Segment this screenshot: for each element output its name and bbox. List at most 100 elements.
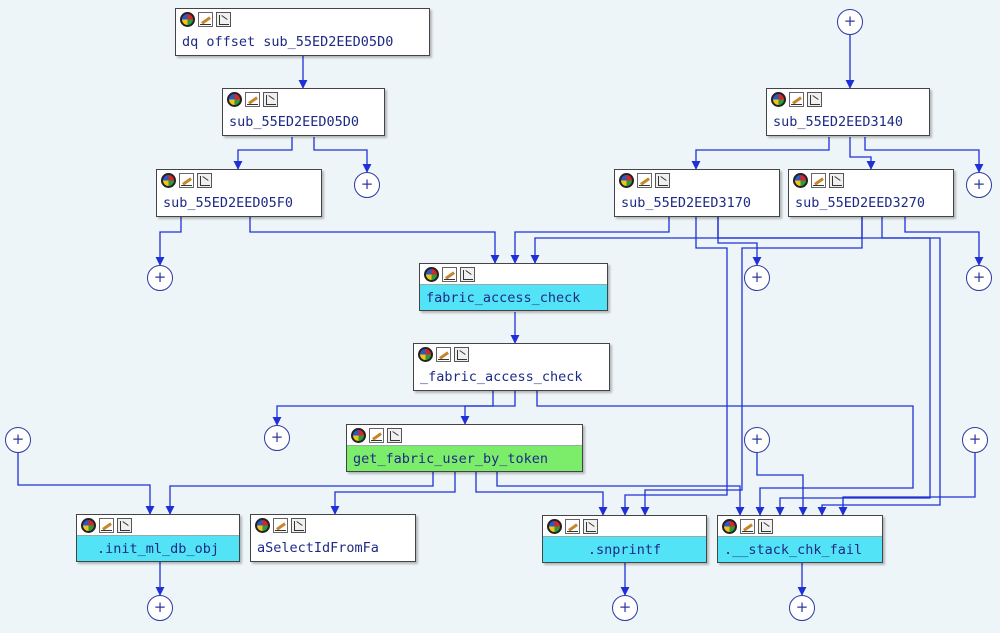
- graph-node-sub-55ed2eed3140[interactable]: sub_55ED2EED3140: [766, 88, 930, 136]
- graph-icon[interactable]: [387, 427, 402, 443]
- edge: [233, 137, 293, 170]
- color-icon[interactable]: [418, 346, 433, 362]
- graph-icon[interactable]: [583, 518, 598, 534]
- node-label: .init_ml_db_obj: [77, 535, 239, 561]
- node-label: sub_55ED2EED3170: [621, 195, 752, 211]
- node-toolbar: [176, 9, 429, 29]
- color-icon[interactable]: [351, 427, 366, 443]
- color-icon[interactable]: [81, 517, 96, 533]
- node-label: dq offset sub_55ED2EED05D0: [182, 34, 394, 50]
- graph-node-sub-55ed2eed3170[interactable]: sub_55ED2EED3170: [614, 169, 780, 217]
- edge: [756, 453, 808, 516]
- color-icon[interactable]: [161, 172, 176, 188]
- color-icon[interactable]: [722, 518, 737, 534]
- edge: [717, 217, 762, 266]
- color-icon[interactable]: [771, 91, 786, 107]
- graph-node-dq-offset[interactable]: dq offset sub_55ED2EED05D0: [175, 8, 430, 56]
- color-icon[interactable]: [619, 172, 634, 188]
- graph-node-sub-55ed2eed05f0[interactable]: sub_55ED2EED05F0: [156, 169, 322, 217]
- color-icon[interactable]: [180, 11, 195, 27]
- expand-node-button[interactable]: +: [147, 595, 173, 621]
- expand-node-button[interactable]: +: [264, 425, 290, 451]
- node-label: aSelectIdFromFa: [257, 540, 379, 556]
- graph-node-stack-chk-fail[interactable]: .__stack_chk_fail: [717, 515, 883, 563]
- rename-icon[interactable]: [637, 172, 652, 188]
- expand-node-button[interactable]: +: [962, 427, 988, 453]
- rename-icon[interactable]: [99, 517, 114, 533]
- color-icon[interactable]: [793, 172, 808, 188]
- node-toolbar: [420, 264, 607, 284]
- edge: [496, 472, 745, 516]
- graph-node-underscore-fabric-access-check[interactable]: _fabric_access_check: [413, 343, 610, 391]
- color-icon[interactable]: [547, 518, 562, 534]
- node-toolbar: [718, 516, 882, 536]
- graph-icon[interactable]: [829, 172, 844, 188]
- edge: [640, 217, 863, 516]
- rename-icon[interactable]: [565, 518, 580, 534]
- edge: [691, 137, 830, 170]
- graph-node-get-fabric-user-by-token[interactable]: get_fabric_user_by_token: [346, 424, 583, 472]
- node-toolbar: [543, 516, 706, 536]
- color-icon[interactable]: [255, 517, 270, 533]
- edge: [904, 217, 984, 266]
- graph-node-init-ml-db-obj[interactable]: .init_ml_db_obj: [76, 514, 240, 562]
- rename-icon[interactable]: [442, 266, 457, 282]
- color-icon[interactable]: [424, 266, 439, 282]
- graph-icon[interactable]: [197, 172, 212, 188]
- node-toolbar: [615, 170, 779, 190]
- graph-icon[interactable]: [454, 346, 469, 362]
- graph-node-sub-55ed2eed05d0[interactable]: sub_55ED2EED05D0: [222, 88, 385, 136]
- edge: [620, 217, 728, 516]
- expand-node-button[interactable]: +: [744, 427, 770, 453]
- graph-icon[interactable]: [216, 11, 231, 27]
- graph-icon[interactable]: [655, 172, 670, 188]
- node-label: _fabric_access_check: [420, 369, 583, 385]
- node-toolbar: [414, 344, 609, 364]
- node-toolbar: [223, 89, 384, 109]
- edge: [475, 472, 608, 516]
- expand-node-button[interactable]: +: [744, 265, 770, 291]
- edge: [849, 137, 876, 170]
- edge: [313, 137, 372, 173]
- node-toolbar: [347, 425, 582, 445]
- rename-icon[interactable]: [436, 346, 451, 362]
- rename-icon[interactable]: [273, 517, 288, 533]
- rename-icon[interactable]: [811, 172, 826, 188]
- expand-node-button[interactable]: +: [5, 427, 31, 453]
- graph-icon[interactable]: [460, 266, 475, 282]
- node-label: sub_55ED2EED05D0: [229, 114, 360, 130]
- rename-icon[interactable]: [179, 172, 194, 188]
- rename-icon[interactable]: [740, 518, 755, 534]
- expand-node-button[interactable]: +: [147, 265, 173, 291]
- expand-node-button[interactable]: +: [966, 172, 992, 198]
- graph-icon[interactable]: [758, 518, 773, 534]
- graph-icon[interactable]: [263, 91, 278, 107]
- expand-node-button[interactable]: +: [966, 265, 992, 291]
- edge: [838, 453, 976, 516]
- rename-icon[interactable]: [369, 427, 384, 443]
- color-icon[interactable]: [227, 91, 242, 107]
- graph-node-fabric-access-check[interactable]: fabric_access_check: [419, 263, 608, 311]
- graph-icon[interactable]: [807, 91, 822, 107]
- graph-node-sub-55ed2eed3270[interactable]: sub_55ED2EED3270: [788, 169, 954, 217]
- edge: [536, 391, 914, 516]
- rename-icon[interactable]: [789, 91, 804, 107]
- expand-node-button[interactable]: +: [789, 595, 815, 621]
- edge: [530, 217, 863, 264]
- expand-node-button[interactable]: +: [837, 9, 863, 35]
- edge: [817, 217, 941, 516]
- edge: [165, 472, 434, 515]
- expand-node-button[interactable]: +: [612, 595, 638, 621]
- graph-icon[interactable]: [291, 517, 306, 533]
- node-label: .__stack_chk_fail: [718, 536, 882, 562]
- node-toolbar: [789, 170, 953, 190]
- rename-icon[interactable]: [245, 91, 260, 107]
- graph-node-snprintf[interactable]: .snprintf: [542, 515, 707, 563]
- graph-node-aselectidfromfa[interactable]: aSelectIdFromFa: [250, 514, 416, 562]
- graph-icon[interactable]: [117, 517, 132, 533]
- node-label: .snprintf: [543, 536, 706, 562]
- expand-node-button[interactable]: +: [354, 172, 380, 198]
- rename-icon[interactable]: [198, 11, 213, 27]
